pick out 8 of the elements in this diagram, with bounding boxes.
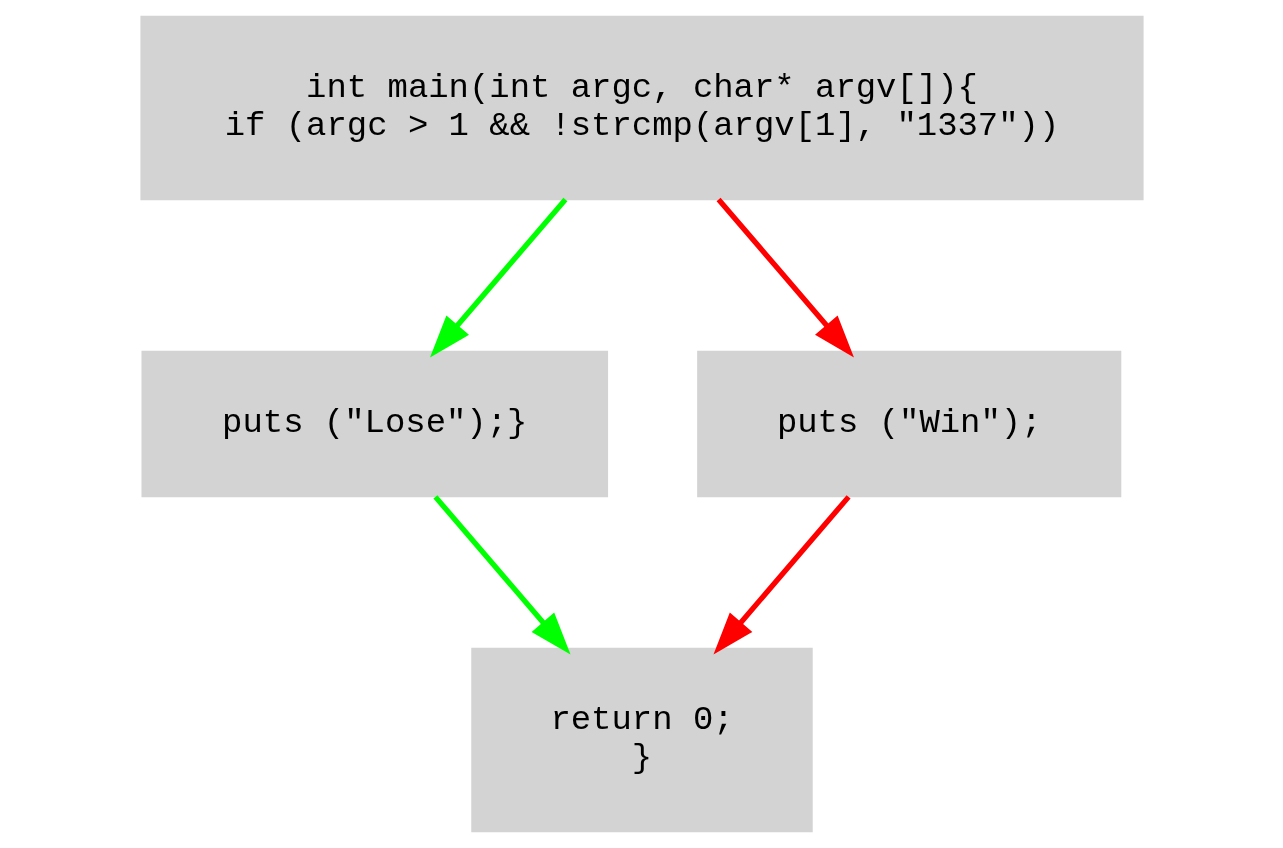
arrow — [712, 495, 851, 655]
arrow — [716, 197, 854, 358]
node-box: int main(int argc, char* argv[]){ if (argc > 1 && !strcmp(argv[1], "1337")) — [139, 15, 1144, 201]
arrow — [429, 197, 567, 358]
arrow — [432, 495, 571, 655]
node-box: puts ("Lose");} — [141, 350, 608, 498]
node-box: return 0; } — [470, 647, 813, 833]
node-box: puts ("Win"); — [696, 350, 1121, 498]
